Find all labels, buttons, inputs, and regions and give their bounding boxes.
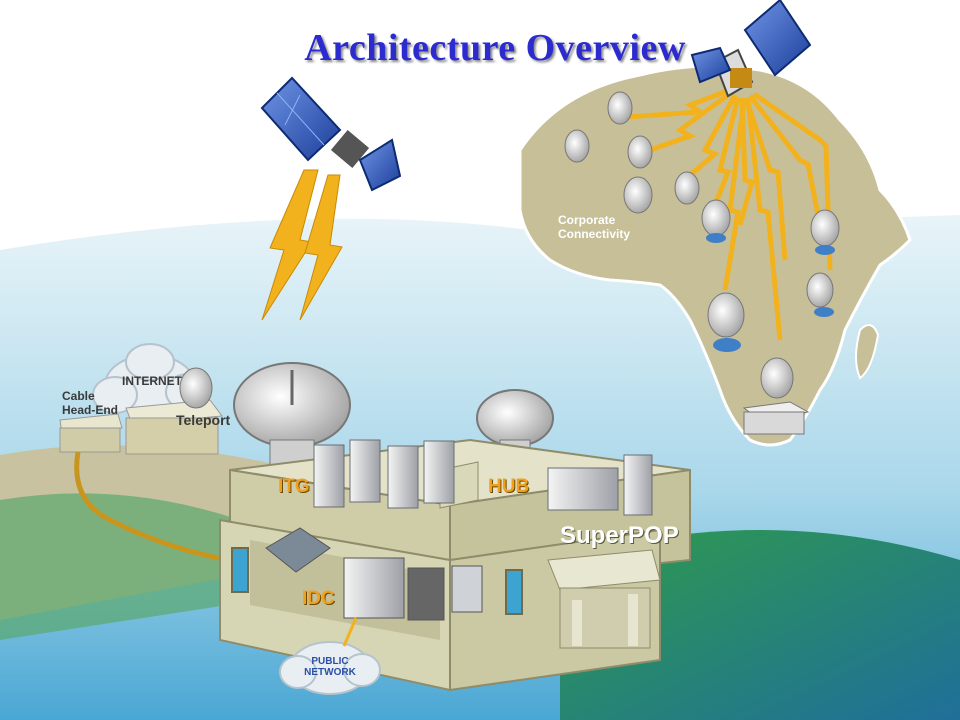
- public-network-link: [342, 617, 358, 647]
- cable-head-end-label-line1: Cable: [62, 389, 95, 403]
- africa-dishes: [564, 91, 840, 399]
- itg-label: ITG: [278, 476, 310, 497]
- public-network-label-line2: NETWORK: [304, 667, 356, 678]
- internet-label: INTERNET: [122, 374, 182, 388]
- itg-server-racks: [313, 439, 455, 509]
- africa-dish-bases: [706, 233, 835, 352]
- satellite-left: [260, 76, 402, 192]
- madagascar: [855, 324, 880, 380]
- public-network-cloud: [279, 641, 381, 695]
- public-network-label-line1: PUBLIC: [311, 656, 349, 667]
- cable-line: [74, 451, 231, 563]
- africa-building: [742, 401, 810, 435]
- lightning-beams-left: [261, 169, 343, 321]
- africa-continent: [518, 64, 912, 447]
- cable-head-end-building: [59, 413, 123, 453]
- land-left-green: [0, 493, 260, 640]
- idc-equipment: [265, 527, 483, 621]
- hub-equipment: [547, 454, 653, 516]
- hub-label: HUB: [488, 476, 530, 497]
- idc-label: IDC: [302, 588, 335, 609]
- teleport-building: [125, 367, 223, 455]
- teleport-label: Teleport: [176, 412, 231, 428]
- cable-head-end-label-line2: Head-End: [62, 403, 119, 417]
- lightning-beams-right: [609, 87, 833, 341]
- corporate-label-line2: Connectivity: [558, 227, 631, 241]
- page-title: Architecture Overview: [304, 27, 686, 69]
- corporate-label-line1: Corporate: [558, 213, 616, 227]
- satellite-right: [690, 0, 812, 98]
- superpop-label: SuperPOP: [560, 522, 679, 549]
